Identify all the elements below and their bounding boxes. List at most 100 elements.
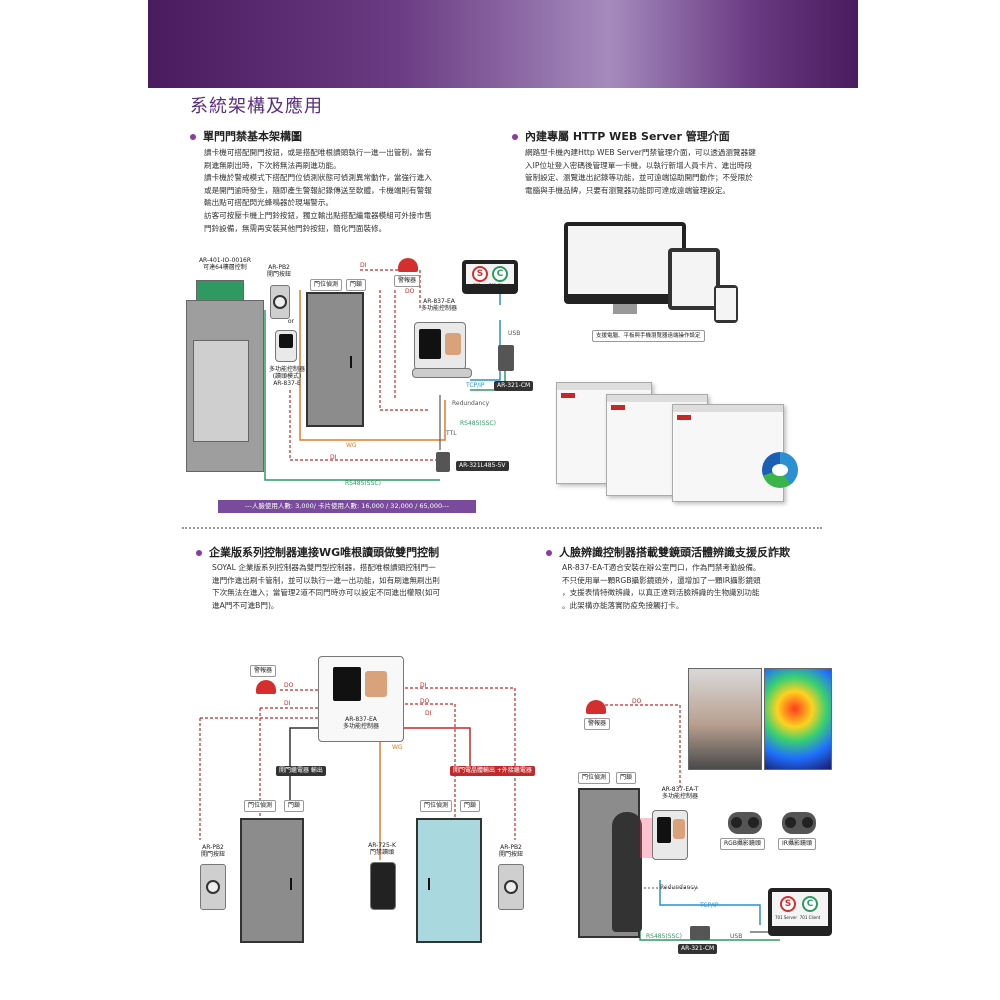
- bullet-icon: [190, 134, 196, 140]
- shot-bar: [557, 383, 651, 390]
- reader-screen: [279, 334, 293, 348]
- pb2-left-label: AR-PB2 開門按鈕: [200, 844, 225, 858]
- usb-label: USB: [508, 330, 521, 337]
- di-label-2a: DI: [284, 700, 291, 707]
- controller-base: [412, 368, 472, 378]
- face-heading-text: 人臉辨識控制器搭載雙鏡頭活體辨識支援反詐欺: [559, 546, 790, 559]
- software1-label: 701 Server: [470, 283, 484, 295]
- do-label-2b: DO: [420, 698, 430, 705]
- ar725k-reader: [370, 862, 396, 910]
- ar725k-label: AR-725-K 門禁讀頭: [368, 842, 396, 856]
- controller-label: AR-837-EA 多功能控制器: [420, 298, 457, 312]
- door-lock-tag-l: 門鎖: [284, 800, 305, 812]
- di-label-2b: DI: [420, 682, 427, 689]
- browser-shot-3: [672, 404, 784, 502]
- controller-face: [445, 333, 461, 355]
- rgb-camera-icon: [728, 812, 762, 834]
- or-label: or: [287, 318, 295, 325]
- redundancy-label: Redundancy: [452, 400, 490, 407]
- server-software-icon: S: [472, 266, 488, 282]
- web-caption: 支援電腦、平板與手機瀏覽器遠端操作設定: [592, 330, 705, 342]
- tablet: [668, 248, 720, 310]
- ar321l-tag: AR-321L485-5V: [456, 461, 509, 471]
- controller-label-3: AR-837-EA-T 多功能控制器: [661, 786, 699, 800]
- basic-heading: 單門門禁基本架構圖: [190, 128, 302, 144]
- controller-device: [414, 322, 466, 370]
- controller-device-3: [652, 810, 688, 860]
- basic-body: 讀卡機可搭配開門按鈕，或是搭配唯根讀頭執行一進一出管制，當有 刷進無刷出時，下次…: [204, 148, 432, 233]
- door-right-glass: [416, 818, 482, 943]
- alarm-tag-3: 警報器: [584, 718, 611, 730]
- tcpip-label: TCP/IP: [466, 382, 485, 389]
- ar321cm-device: [498, 345, 514, 371]
- do-label-top: DO: [405, 288, 415, 295]
- controller-label-2: AR-837-EA 多功能控制器: [342, 716, 379, 730]
- rs485-label: RS485(SSC): [460, 420, 496, 427]
- relay-right-tag: 開門電晶體輸出 +外接繼電器: [450, 766, 535, 776]
- enterprise-heading-text: 企業版系列控制器連接WG唯根讀頭做雙門控制: [209, 546, 440, 559]
- bullet-icon: [546, 550, 552, 556]
- door-lock-tag-r: 門鎖: [460, 800, 481, 812]
- tcpip-label-3: TCP/IP: [700, 902, 719, 909]
- pb2-left-plate: [200, 864, 226, 910]
- relay-left-tag: 開門繼電器 輸出: [276, 766, 326, 776]
- client-software-icon-3: C: [802, 896, 818, 912]
- pb2-right-ring: [504, 880, 518, 894]
- pb2-button-plate: [270, 285, 290, 319]
- pc-monitor-3: [768, 888, 832, 936]
- desktop-screen: [568, 226, 682, 294]
- door-handle: [290, 878, 292, 890]
- rgb-face-photo: [688, 668, 762, 770]
- software1-label-3: 701 Server: [774, 915, 798, 920]
- controller-face-3: [673, 819, 685, 839]
- pb2-left-ring: [206, 880, 220, 894]
- controller-screen-3: [657, 817, 671, 843]
- phone-screen: [716, 288, 736, 320]
- shot-bar: [607, 395, 707, 402]
- web-heading: 內建專屬 HTTP WEB Server 管理介面: [512, 128, 730, 144]
- person-silhouette: [612, 812, 642, 932]
- controller-screen: [419, 329, 441, 359]
- door-sensor-tag-l: 門位偵測: [244, 800, 277, 812]
- redundancy-label-3: Redundancy: [660, 884, 698, 891]
- ar321cm-tag: AR-321-CM: [494, 381, 534, 391]
- do-label-3: DO: [632, 698, 642, 705]
- pb2-label: AR-PB2 開門按鈕: [266, 264, 291, 278]
- controller-face-2: [365, 671, 387, 697]
- desktop-monitor: [564, 222, 686, 314]
- ar321l-device: [436, 452, 450, 472]
- shot-logo: [677, 415, 691, 420]
- shot-bar: [673, 405, 783, 412]
- basic-heading-text: 單門門禁基本架構圖: [203, 130, 302, 143]
- ttl-label: TTL: [446, 430, 457, 437]
- bullet-icon: [196, 550, 202, 556]
- web-heading-text: 內建專屬 HTTP WEB Server 管理介面: [525, 130, 730, 143]
- enterprise-heading: 企業版系列控制器連接WG唯根讀頭做雙門控制: [196, 544, 439, 560]
- elevator-cabin: [193, 340, 249, 442]
- ar321cm-tag-3: AR-321-CM: [678, 944, 718, 954]
- reader-label: 多功能控制器 (讀頭模式) AR-837-E: [268, 366, 305, 387]
- bullet-icon: [512, 134, 518, 140]
- door-lock-tag-3: 門鎖: [616, 772, 637, 784]
- controller-screen-2: [333, 667, 361, 701]
- door-handle: [428, 878, 430, 890]
- wg-label-2: WG: [392, 744, 403, 751]
- door-lock-tag: 門鎖: [346, 279, 367, 291]
- header-banner: [148, 0, 858, 88]
- wg-label: WG: [346, 442, 357, 449]
- pb2-right-label: AR-PB2 開門按鈕: [498, 844, 523, 858]
- server-software-icon-3: S: [780, 896, 796, 912]
- controller-device-2: [318, 656, 404, 742]
- usb-label-3: USB: [730, 933, 743, 940]
- ir-camera-tag: IR攝影鏡頭: [778, 838, 816, 850]
- rs485-bottom-label: RS485(SSC): [345, 480, 381, 487]
- do-label-2: DO: [284, 682, 294, 689]
- shot-logo: [611, 405, 625, 410]
- door-sensor-tag: 門位偵測: [310, 279, 343, 291]
- alarm-icon: [398, 258, 418, 272]
- software2-label: 701 Client: [488, 283, 510, 288]
- di-label-top: DI: [360, 262, 367, 269]
- alarm-icon-2: [256, 680, 276, 694]
- desktop-stand: [612, 304, 638, 314]
